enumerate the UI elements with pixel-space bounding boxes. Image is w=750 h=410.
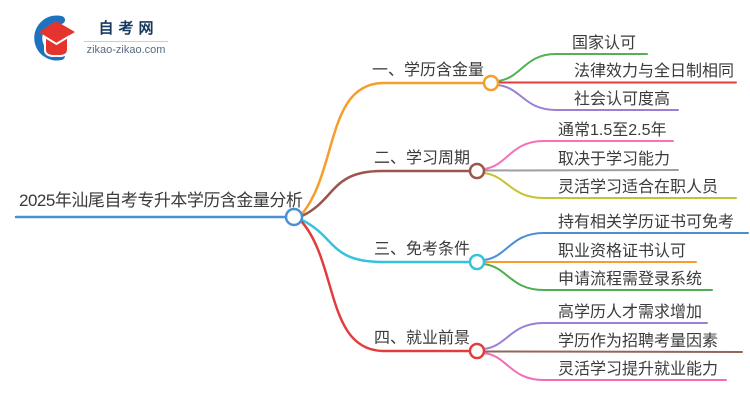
child-connector <box>483 322 708 350</box>
leaf-label: 职业资格证书认可 <box>558 243 687 260</box>
branch-2-connector <box>300 169 472 218</box>
leaf-label: 通常1.5至2.5年 <box>558 122 667 139</box>
child-connector <box>483 232 749 261</box>
branch-4-connector <box>300 220 472 353</box>
branch-4-node-handle[interactable] <box>468 342 486 360</box>
branch-2-node-handle[interactable] <box>468 162 486 180</box>
child-connector <box>483 352 727 381</box>
branch-4-label: 四、就业前景 <box>373 330 470 347</box>
branch-3-connector <box>300 218 472 264</box>
child-connector <box>483 169 679 172</box>
site-logo[interactable]: 自考网 zikao-zikao.com <box>28 14 168 62</box>
central-topic-label: 2025年汕尾自考专升本学历含金量分析 <box>19 191 303 210</box>
logo-divider <box>84 41 168 42</box>
leaf-label: 申请流程需登录系统 <box>558 271 703 288</box>
leaf-label: 持有相关学历证书可免考 <box>558 214 735 231</box>
child-connector <box>483 350 743 353</box>
branch-3-label: 三、免考条件 <box>373 241 470 258</box>
child-connector <box>497 53 648 82</box>
leaf-label: 社会认可度高 <box>574 91 671 108</box>
leaf-label: 法律效力与全日制相同 <box>574 63 735 80</box>
graduation-cap-logo-icon <box>34 15 75 61</box>
child-connector <box>483 172 737 199</box>
branch-1-label: 一、学历含金量 <box>371 62 484 79</box>
child-connector <box>497 84 679 111</box>
branch-1-connector <box>300 81 486 216</box>
branch-3-node-handle[interactable] <box>468 253 486 271</box>
leaf-label: 取决于学习能力 <box>558 151 671 168</box>
leaf-label: 学历作为招聘考量因素 <box>558 333 719 350</box>
leaf-label: 国家认可 <box>572 35 637 52</box>
logo-title: 自考网 <box>98 20 159 37</box>
leaf-label: 灵活学习提升就业能力 <box>558 361 719 378</box>
branch-1-node-handle[interactable] <box>482 74 500 92</box>
child-connector <box>483 140 674 170</box>
child-connector <box>483 263 713 291</box>
branch-2-label: 二、学习周期 <box>373 150 470 167</box>
leaf-label: 高学历人才需求增加 <box>558 304 703 321</box>
logo-domain-text: zikao-zikao.com <box>86 44 166 56</box>
central-node-handle[interactable] <box>284 207 304 227</box>
leaf-label: 灵活学习适合在职人员 <box>558 179 719 196</box>
